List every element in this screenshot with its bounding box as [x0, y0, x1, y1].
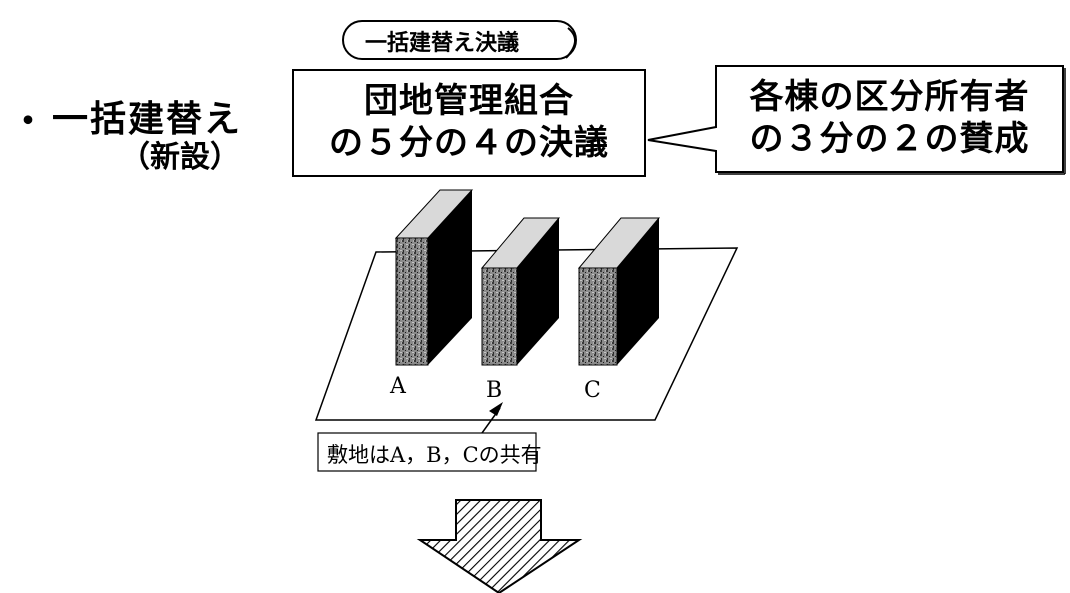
callout-line2: の３分の２の賛成 — [749, 119, 1030, 159]
building-c-label: C — [584, 378, 601, 403]
heading-bullet: ・ — [10, 101, 49, 142]
callout-line1: 各棟の区分所有者 — [749, 77, 1030, 117]
main-box-outline — [292, 69, 646, 177]
site-note-outline — [317, 432, 537, 472]
building-b — [480, 217, 561, 366]
heading-subtitle: （新設） — [120, 140, 240, 175]
site-note-label: 敷地はA，B，Cの共有 — [327, 443, 542, 467]
building-c — [577, 217, 661, 366]
main-box-line1: 団地管理組合 — [364, 81, 574, 121]
building-b-label: B — [486, 378, 503, 403]
main-box-line2: の５分の４の決議 — [329, 123, 609, 163]
building-a-label: A — [390, 374, 406, 399]
heading-title: 一括建替え — [52, 99, 243, 140]
callout-outline — [647, 65, 1064, 173]
building-a — [394, 189, 474, 366]
down-arrow-icon — [416, 499, 583, 593]
resolution-pill-label: 一括建替え決議 — [365, 31, 520, 56]
